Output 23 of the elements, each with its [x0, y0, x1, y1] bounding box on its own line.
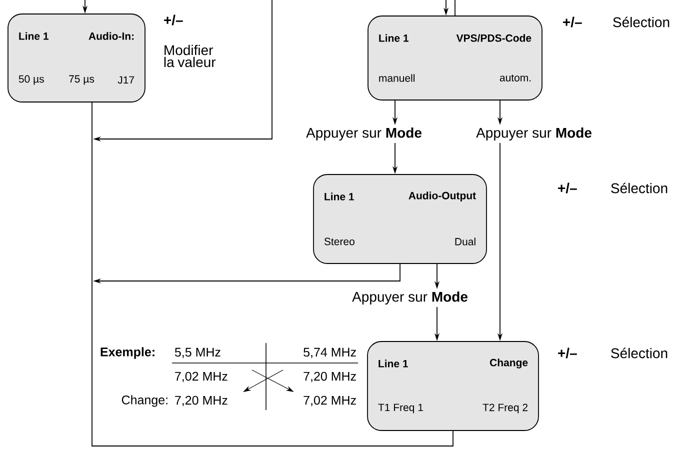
key-label: +/–: [558, 348, 577, 358]
instruction-text: Appuyer sur Mode: [306, 127, 422, 141]
display-box: Line 1 Change T1 Freq 1 T2 Freq 2: [367, 341, 539, 431]
display-box: Line 1 Audio-Output Stereo Dual: [313, 174, 487, 264]
key-label: +/–: [558, 182, 577, 194]
display-box: Line 1 VPS/PDS-Code manuell autom.: [368, 16, 542, 100]
frequency-label: 7,20 MHz: [175, 396, 228, 406]
frequency-label: 5,74 MHz: [304, 348, 356, 358]
frequency-label: 7,02 MHz: [304, 396, 356, 406]
key-hint: Sélection: [613, 16, 670, 28]
instruction-text: Appuyer sur Mode: [476, 127, 592, 141]
frequency-label: Change:: [122, 395, 168, 407]
frequency-label: 7,02 MHz: [175, 372, 228, 382]
key-hint: Modifier la valeur: [164, 44, 216, 68]
frequency-label: 7,20 MHz: [304, 372, 356, 382]
key-label: +/–: [563, 16, 582, 28]
key-hint: Sélection: [611, 182, 668, 194]
instruction-text: Appuyer sur Mode: [352, 291, 468, 305]
display-box: Line 1 Audio-In: 50 µs 75 µs J17: [8, 14, 146, 102]
key-label: +/–: [164, 14, 183, 26]
example-heading: Exemple:: [100, 347, 154, 359]
key-hint: Sélection: [611, 348, 668, 358]
frequency-label: 5,5 MHz: [174, 348, 220, 358]
